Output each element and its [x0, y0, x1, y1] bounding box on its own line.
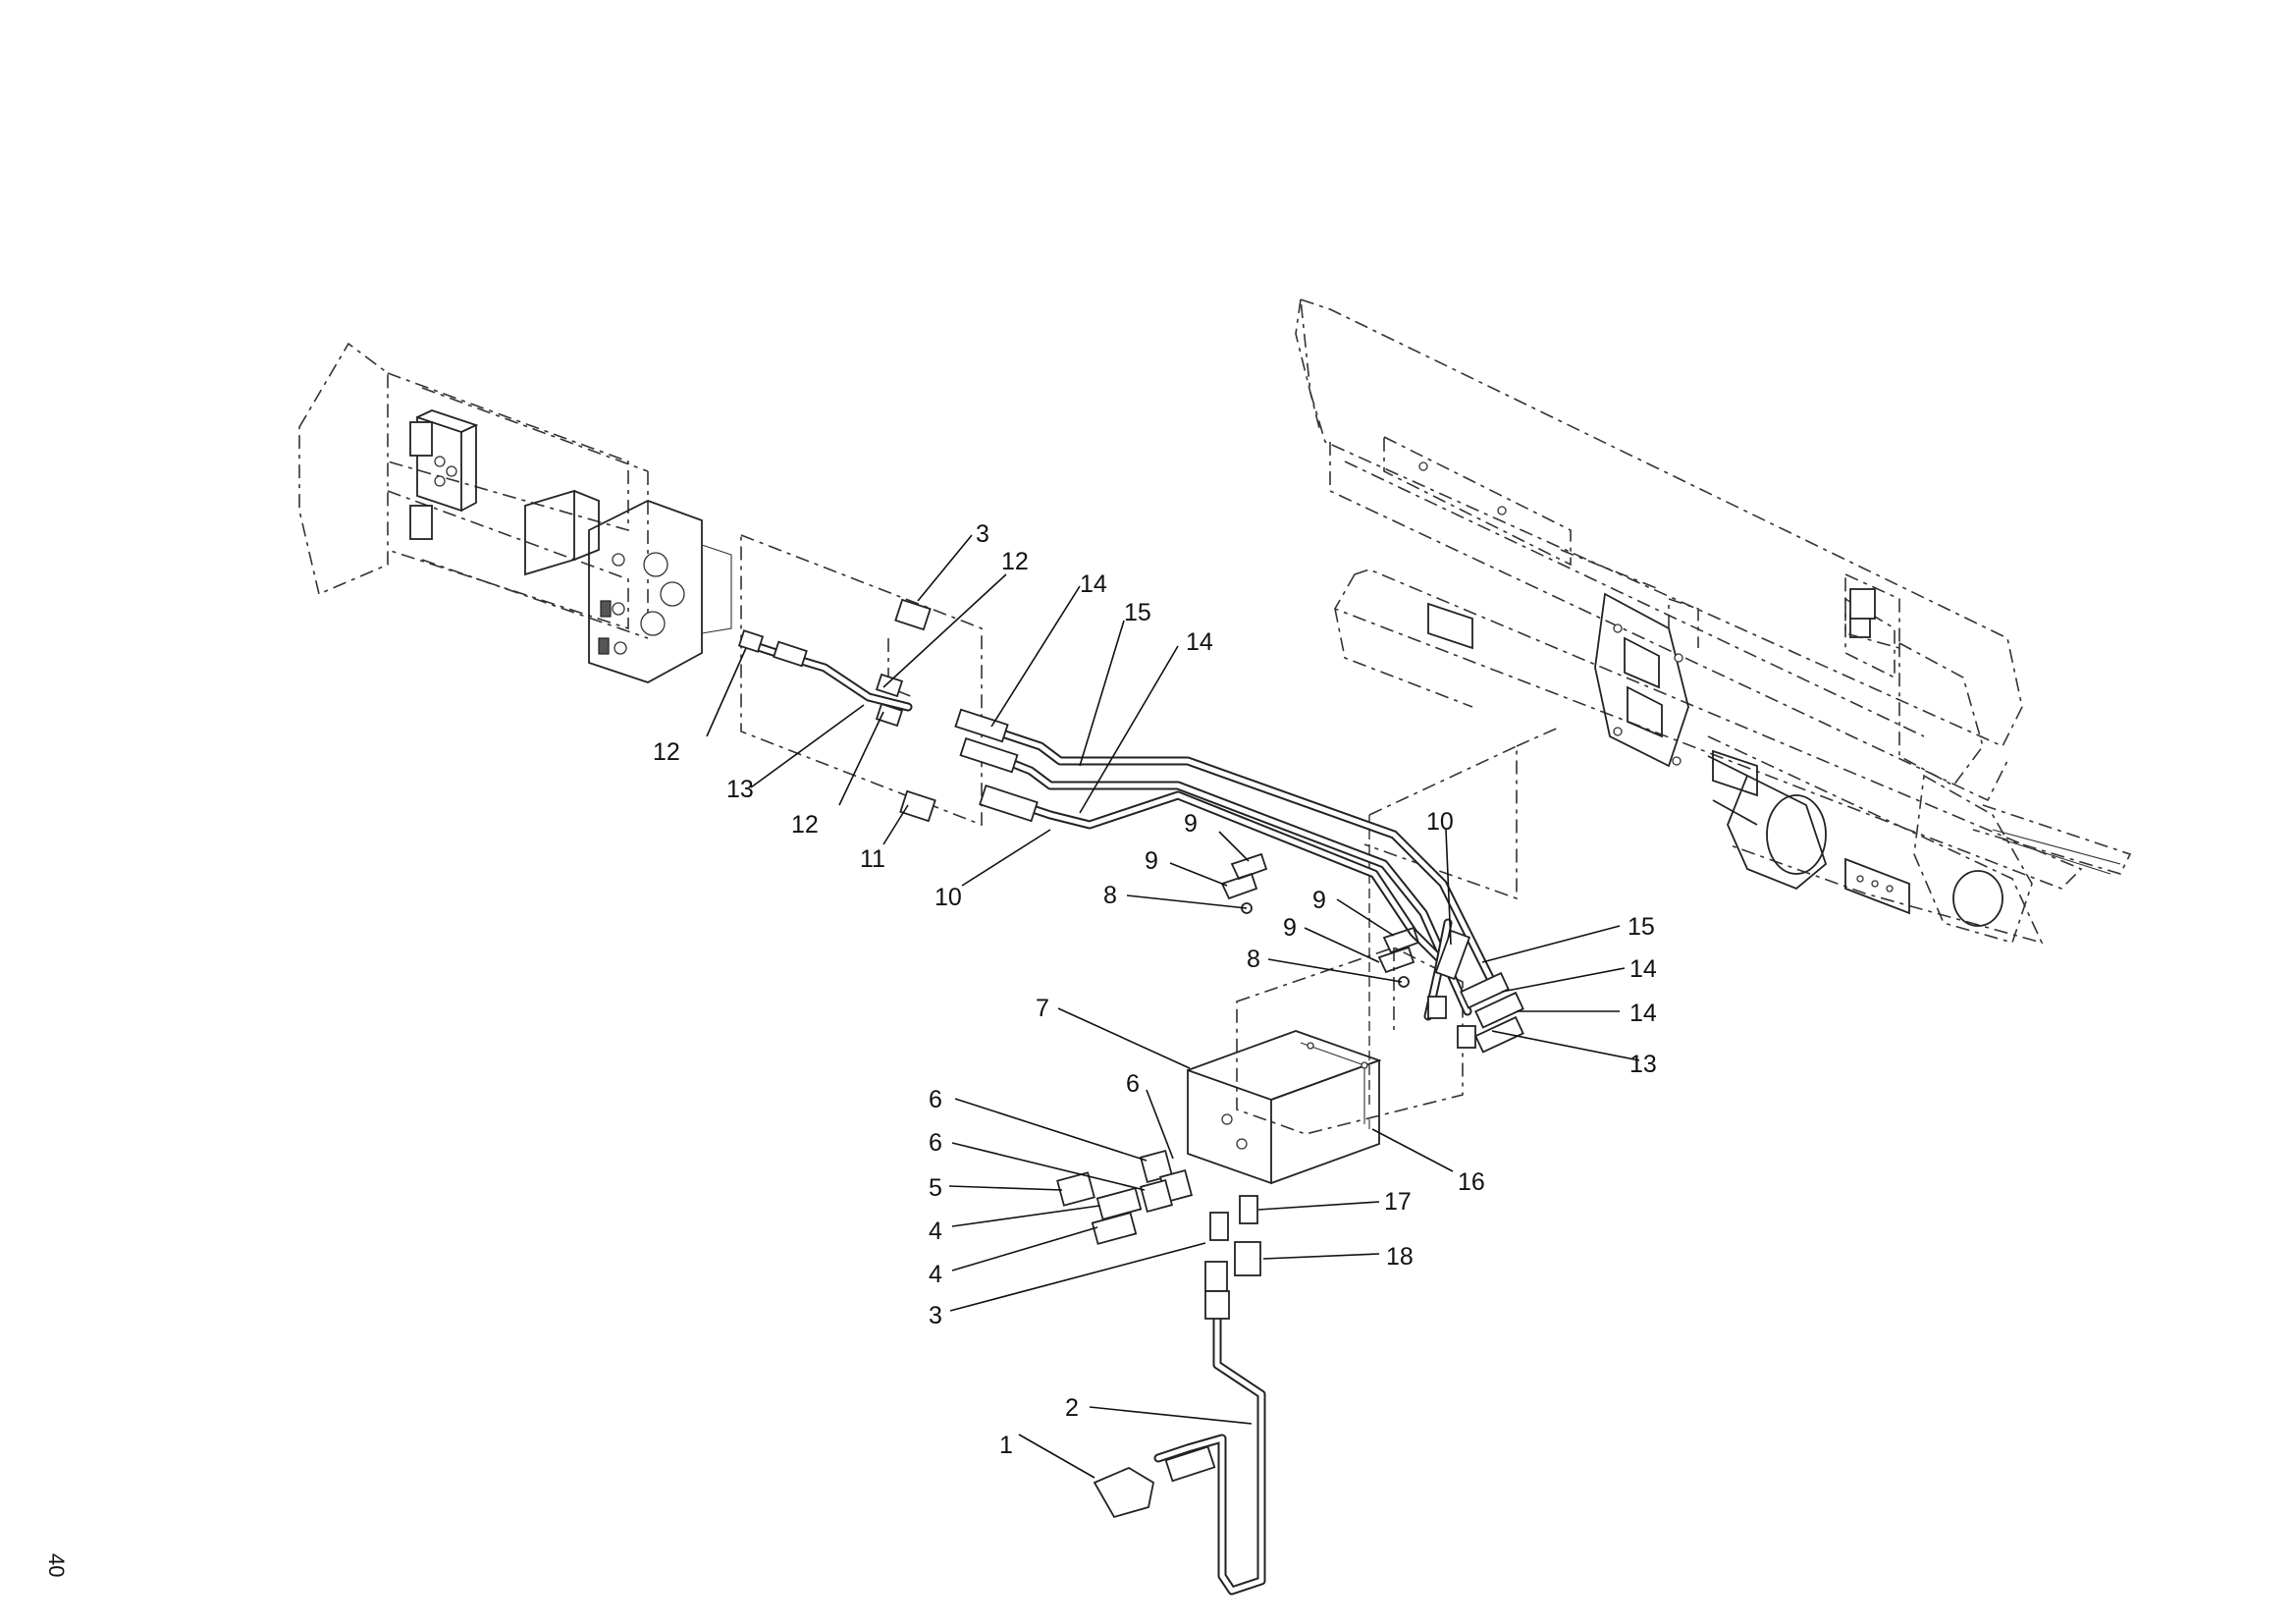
- callout-17: 17: [1384, 1188, 1412, 1216]
- callout-7: 7: [1036, 995, 1049, 1022]
- callout-6: 6: [929, 1129, 942, 1157]
- callout-12: 12: [653, 738, 680, 766]
- callout-15: 15: [1124, 599, 1151, 626]
- callout-9: 9: [1184, 810, 1198, 838]
- junction-block: [1187, 1030, 1382, 1185]
- callout-10: 10: [934, 884, 962, 911]
- page-number: 40: [44, 1553, 69, 1577]
- right-chassis-assembly: [1295, 298, 2132, 945]
- callout-3: 3: [976, 520, 989, 548]
- callout-6: 6: [929, 1086, 942, 1113]
- phantom-guidelines: [740, 533, 1562, 1135]
- callout-10: 10: [1426, 808, 1454, 836]
- callout-2: 2: [1065, 1394, 1079, 1422]
- callout-8: 8: [1103, 882, 1117, 909]
- callout-3: 3: [929, 1302, 942, 1329]
- callout-13: 13: [1629, 1051, 1657, 1078]
- callout-16: 16: [1458, 1168, 1485, 1196]
- callout-14: 14: [1629, 955, 1657, 983]
- callout-18: 18: [1386, 1243, 1414, 1271]
- callout-14: 14: [1629, 1000, 1657, 1027]
- callout-13: 13: [726, 776, 754, 803]
- callout-8: 8: [1247, 946, 1260, 973]
- callout-11: 11: [860, 845, 885, 873]
- callout-labels: 1 2 3 3 4 4 5 6 6 6 7 8 8 9 9 9 9 10 10 …: [653, 520, 1657, 1459]
- callout-14: 14: [1080, 570, 1107, 598]
- callout-5: 5: [929, 1174, 942, 1202]
- callout-4: 4: [929, 1218, 942, 1245]
- hydraulic-hoses: [741, 638, 1497, 1596]
- callout-14: 14: [1186, 628, 1213, 656]
- callout-9: 9: [1312, 887, 1326, 914]
- callout-6: 6: [1126, 1070, 1140, 1098]
- callout-9: 9: [1283, 914, 1297, 942]
- callout-4: 4: [929, 1261, 942, 1288]
- leader-lines: [706, 534, 1640, 1479]
- fittings: [737, 598, 1524, 1519]
- callout-1: 1: [999, 1432, 1013, 1459]
- callout-15: 15: [1628, 913, 1655, 941]
- callout-9: 9: [1145, 847, 1158, 875]
- left-frame-assembly: [298, 342, 732, 683]
- callout-12: 12: [791, 811, 819, 839]
- callout-12: 12: [1001, 548, 1029, 575]
